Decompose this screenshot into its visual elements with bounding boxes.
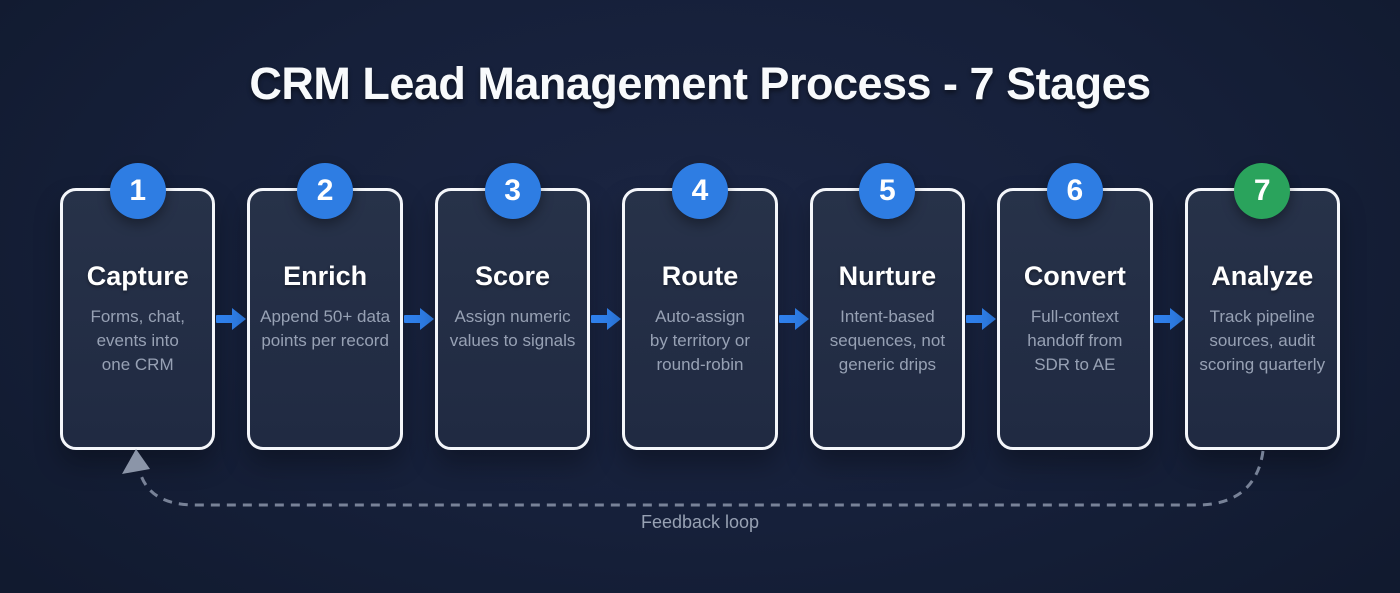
feedback-arrowhead-icon: [122, 449, 150, 474]
arrow-right-icon: [403, 308, 434, 330]
stage-number-badge: 7: [1234, 163, 1291, 219]
flow-arrow: [1153, 188, 1185, 450]
stage-number-badge: 6: [1046, 163, 1103, 219]
stage-description: Track pipeline sources, audit scoring qu…: [1199, 307, 1326, 374]
stage-title: Nurture: [838, 261, 937, 291]
stage-title: Enrich: [283, 261, 368, 291]
page-title: CRM Lead Management Process - 7 Stages: [249, 58, 1151, 109]
arrow-right-icon: [216, 308, 247, 330]
stage-number-badge: 1: [109, 163, 166, 219]
stage-description: Assign numeric values to signals: [449, 307, 576, 350]
flow-arrow: [403, 188, 435, 450]
stage-number-badge: 2: [297, 163, 354, 219]
feedback-loop-label: Feedback loop: [640, 512, 760, 532]
stage-description: Full-context handoff from SDR to AE: [1027, 307, 1123, 374]
arrow-right-icon: [778, 308, 809, 330]
stage-number-badge: 3: [484, 163, 541, 219]
arrow-right-icon: [591, 308, 622, 330]
stage-card-nurture: 5 Nurture Intent-based sequences, not ge…: [809, 163, 966, 450]
flow-arrow: [215, 188, 247, 450]
stage-description: Intent-based sequences, not generic drip…: [829, 307, 946, 374]
stage-number-badge: 5: [859, 163, 916, 219]
stage-description: Forms, chat, events into one CRM: [90, 307, 185, 374]
stage-card-analyze: 7 Analyze Track pipeline sources, audit …: [1184, 163, 1340, 450]
flow-arrow: [965, 188, 997, 450]
flow-arrow: [778, 188, 810, 450]
stage-title: Route: [661, 261, 739, 291]
flow-arrow: [590, 188, 622, 450]
stage-card-route: 4 Route Auto-assign by territory or roun…: [622, 163, 778, 450]
stage-number-badge: 4: [671, 163, 728, 219]
stage-title: Capture: [86, 261, 189, 291]
process-flow: 1 Capture Forms, chat, events into one C…: [60, 163, 1340, 450]
arrow-right-icon: [1153, 308, 1184, 330]
stage-title: Score: [475, 261, 551, 291]
stage-description: Auto-assign by territory or round-robin: [649, 307, 751, 374]
arrow-right-icon: [966, 308, 997, 330]
stage-card-score: 3 Score Assign numeric values to signals: [434, 163, 591, 450]
stage-card-enrich: 2 Enrich Append 50+ data points per reco…: [247, 163, 403, 450]
stage-title: Convert: [1023, 261, 1126, 291]
feedback-loop-path: [136, 450, 1265, 507]
stage-title: Analyze: [1211, 261, 1314, 291]
stage-card-convert: 6 Convert Full-context handoff from SDR …: [997, 163, 1153, 450]
stage-card-capture: 1 Capture Forms, chat, events into one C…: [60, 163, 216, 450]
stage-description: Append 50+ data points per record: [260, 307, 391, 350]
